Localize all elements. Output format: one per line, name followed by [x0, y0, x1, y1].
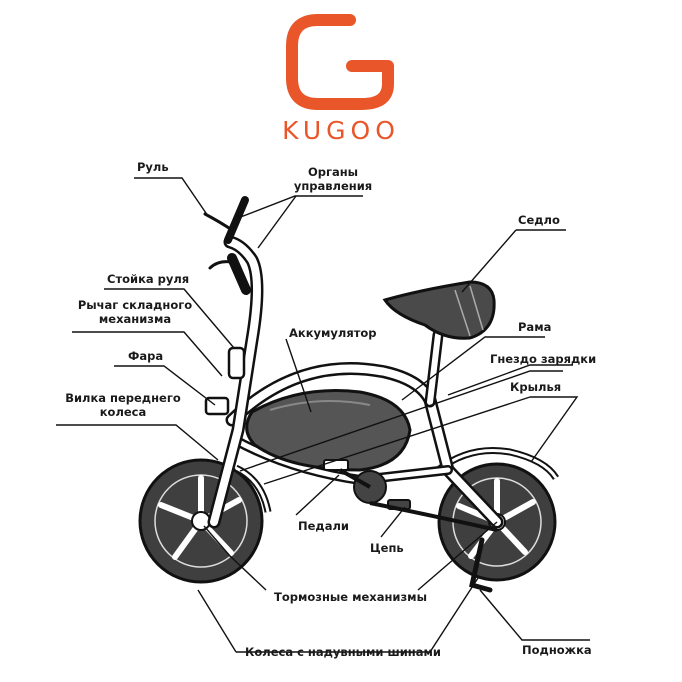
label-front-fork-line1: Вилка переднего	[65, 391, 181, 405]
label-folding-lever: Рычаг складного механизма	[70, 298, 200, 326]
brand-name: KUGOO	[282, 116, 400, 145]
label-saddle: Седло	[518, 213, 560, 227]
folding-lever	[227, 346, 246, 380]
label-wheels: Колеса с надувными шинами	[245, 645, 441, 659]
label-pedals: Педали	[298, 519, 349, 533]
kickstand	[469, 537, 493, 593]
label-handlebar: Руль	[137, 160, 169, 174]
label-headlight: Фара	[128, 349, 164, 363]
chain	[369, 501, 498, 532]
leader-lines	[56, 177, 590, 653]
label-kickstand: Подножка	[522, 643, 592, 657]
label-chain: Цепь	[370, 541, 404, 555]
label-frame: Рама	[518, 320, 552, 334]
label-front-fork: Вилка переднего колеса	[58, 391, 188, 419]
label-fenders: Крылья	[510, 380, 562, 394]
label-front-fork-line2: колеса	[99, 405, 147, 419]
label-controls: Органы управления	[283, 165, 383, 193]
label-folding-lever-line1: Рычаг складного	[77, 298, 193, 312]
saddle-assembly	[382, 280, 496, 408]
label-brakes: Тормозные механизмы	[274, 590, 427, 604]
label-controls-line1: Органы	[307, 165, 359, 179]
label-controls-line2: управления	[293, 179, 373, 193]
kugoo-g-logo-icon	[286, 14, 394, 110]
label-folding-lever-line2: механизма	[98, 312, 172, 326]
label-charge-port: Гнездо зарядки	[490, 352, 597, 366]
label-battery: Аккумулятор	[289, 326, 377, 340]
front-wheel	[138, 458, 264, 584]
label-steering-post: Стойка руля	[107, 272, 190, 286]
